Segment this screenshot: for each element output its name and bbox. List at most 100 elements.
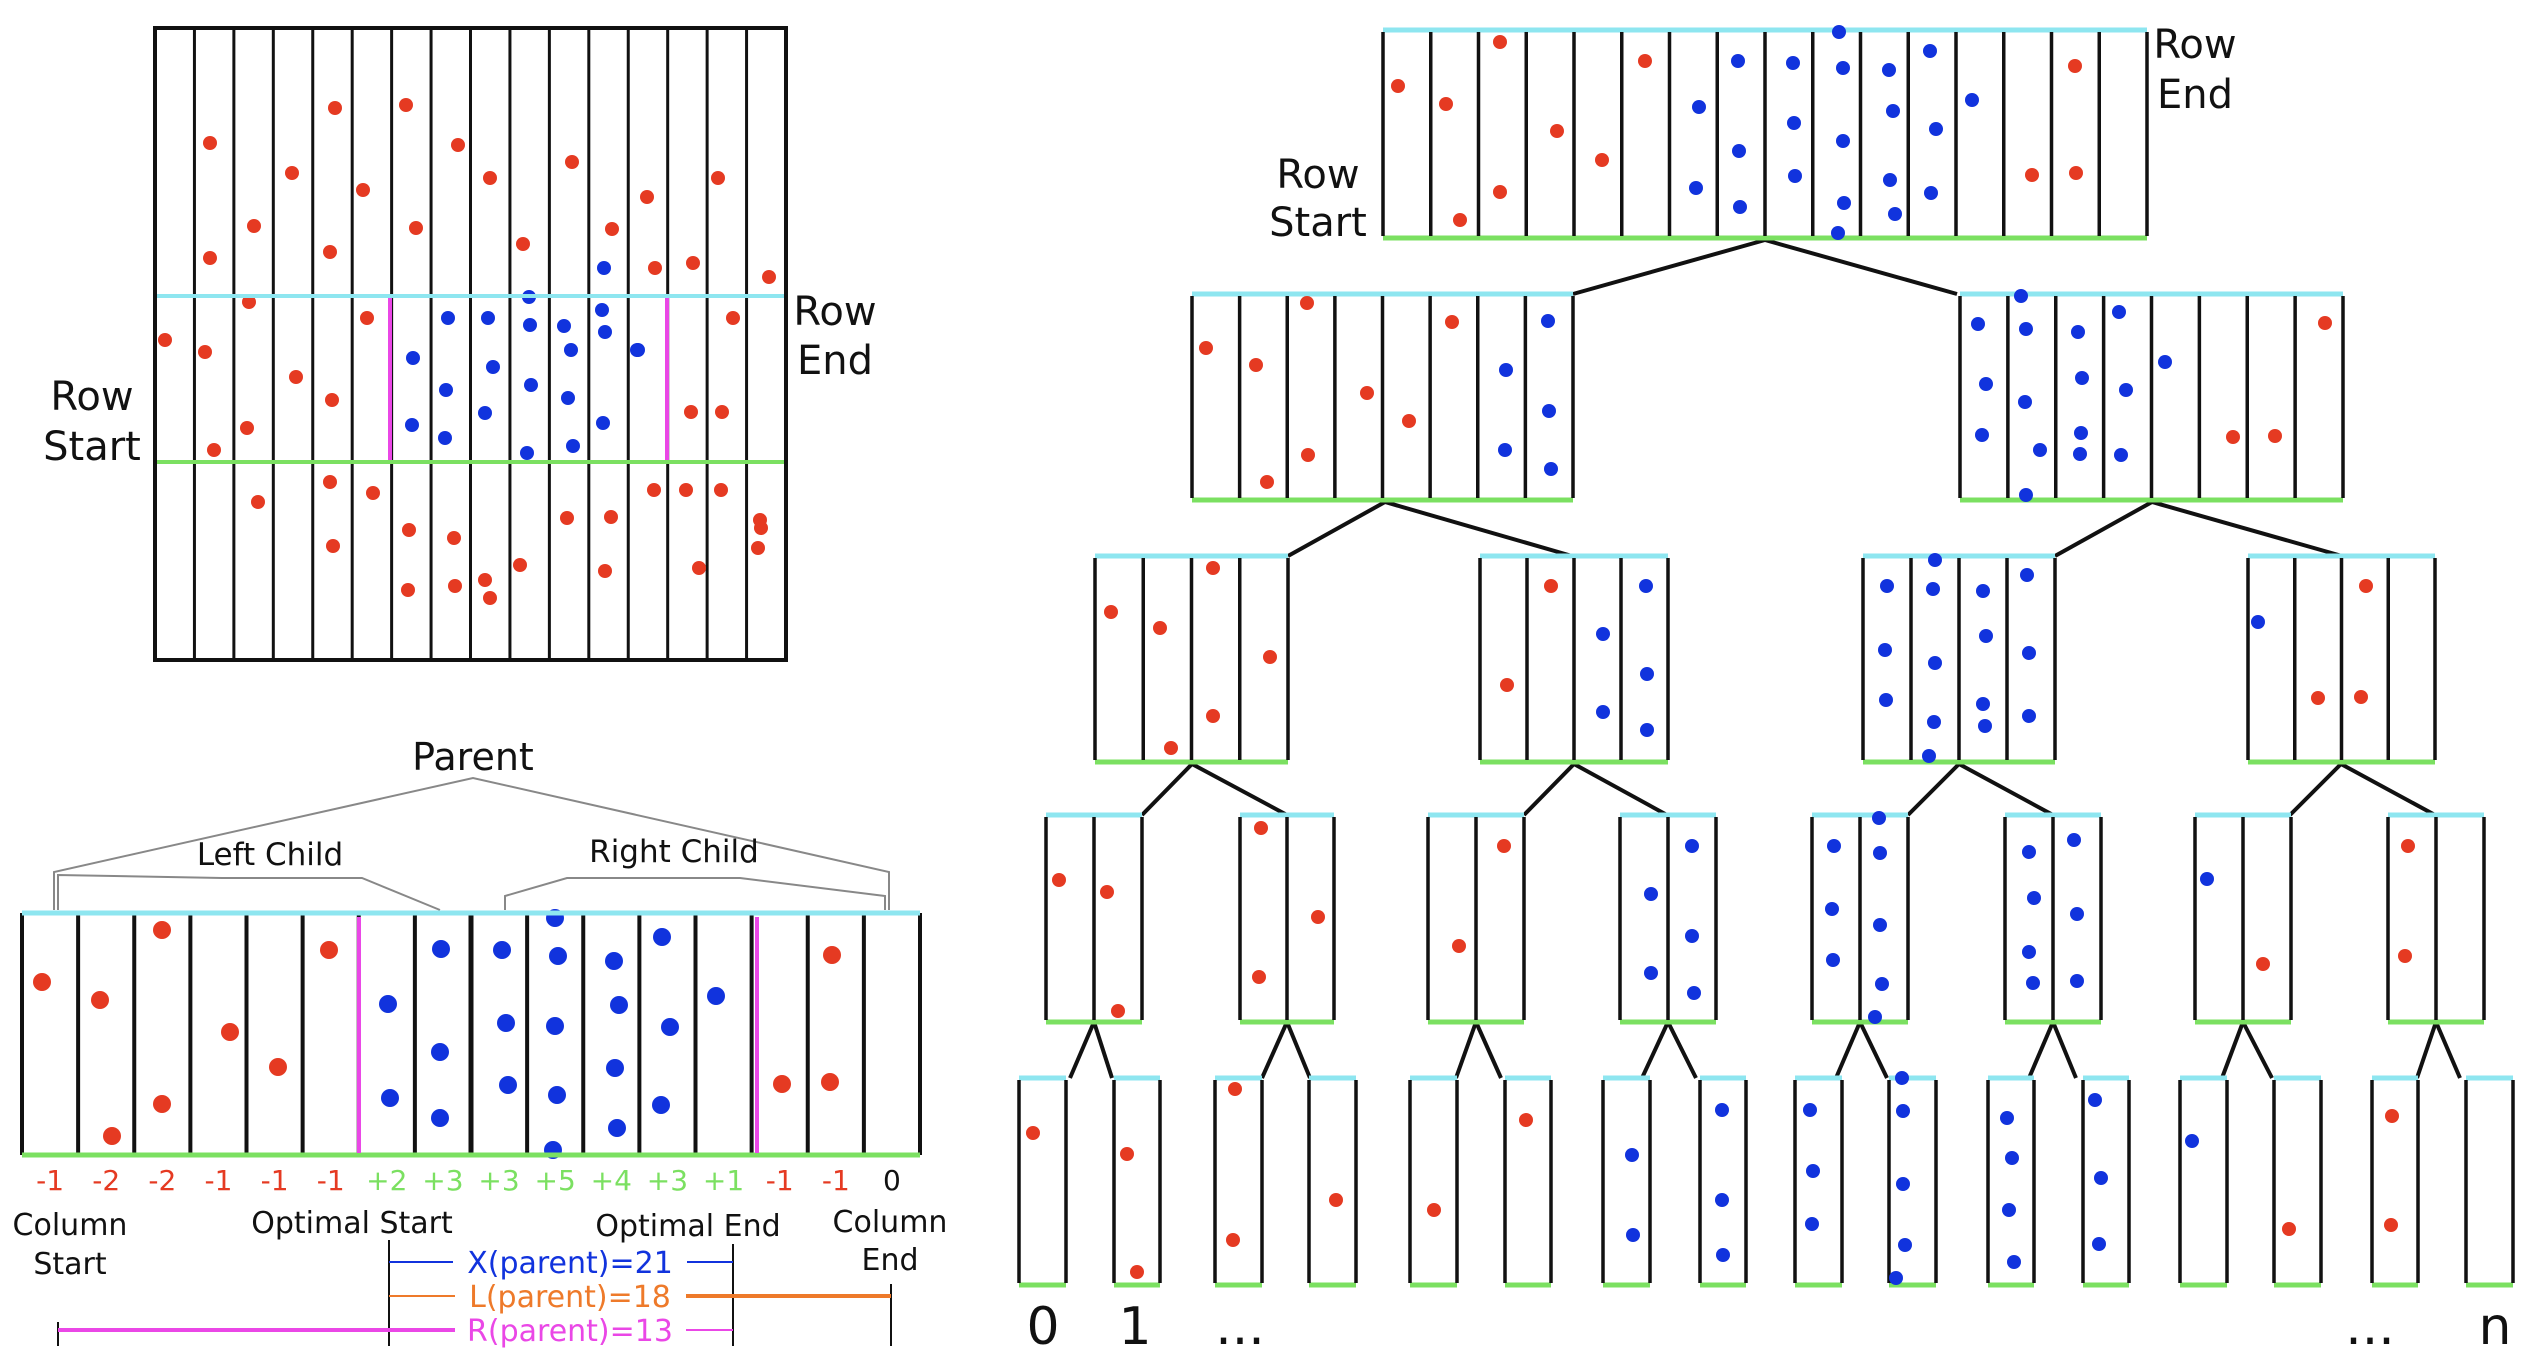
blue-dot (1883, 173, 1897, 187)
blue-dot (1733, 200, 1747, 214)
red-dot (1164, 741, 1178, 755)
blue-dot (1837, 196, 1851, 210)
red-dot (207, 443, 221, 457)
red-dot (2385, 1109, 2399, 1123)
blue-dot (523, 318, 537, 332)
blue-dot (1692, 100, 1706, 114)
blue-dot (548, 1086, 566, 1104)
tree-node (1213, 1075, 1264, 1288)
red-dot (1493, 35, 1507, 49)
column-score: +4 (591, 1164, 632, 1197)
column-score: -1 (204, 1164, 232, 1197)
blue-dot (1979, 629, 1993, 643)
blue-dot (2020, 568, 2034, 582)
tree-edge (1834, 1021, 1862, 1079)
tree-node (1601, 1075, 1652, 1288)
tree-edge (1573, 762, 1668, 817)
red-dot (103, 1127, 121, 1145)
red-dot (1206, 561, 1220, 575)
blue-dot (2018, 395, 2032, 409)
red-dot (1638, 54, 1652, 68)
red-dot (2025, 168, 2039, 182)
optimal-start-label: Optimal Start (251, 1206, 453, 1241)
blue-dot (524, 378, 538, 392)
tree-node (1190, 291, 1575, 503)
red-dot (323, 245, 337, 259)
red-dot (762, 270, 776, 284)
tree-edge (2340, 762, 2436, 817)
blue-dot (2071, 325, 2085, 339)
tree-edge (2415, 1021, 2438, 1079)
blue-dot (707, 987, 725, 1005)
tree-node (1093, 553, 1290, 765)
tree-edge (1068, 1021, 1096, 1079)
column-score: -1 (261, 1164, 289, 1197)
red-dot (715, 405, 729, 419)
tree-node (1887, 1071, 1938, 1288)
leaf-label-ellipsis-right: ... (2345, 1297, 2395, 1357)
red-dot (2268, 429, 2282, 443)
blue-dot (381, 1089, 399, 1107)
column-score: 0 (883, 1164, 901, 1197)
tree-edges (1068, 238, 2462, 1079)
column-score: +1 (703, 1164, 744, 1197)
tree-edge (1287, 500, 1386, 558)
blue-dot (2019, 322, 2033, 336)
tree-nodes (1017, 25, 2515, 1288)
red-dot (2384, 1218, 2398, 1232)
top-left-matrix-panel: Row Start Row End (43, 26, 877, 662)
parent-bracket (53, 776, 890, 910)
blue-dot (2014, 289, 2028, 303)
tree-node (1238, 812, 1336, 1025)
red-dot (360, 311, 374, 325)
blue-dot (1685, 929, 1699, 943)
blue-dot (1640, 723, 1654, 737)
red-dot (1493, 185, 1507, 199)
red-dot (1111, 1004, 1125, 1018)
blue-dot (1971, 317, 1985, 331)
blue-dot (653, 928, 671, 946)
blue-dot (439, 383, 453, 397)
red-dot (326, 539, 340, 553)
leaf-label-0: 0 (1026, 1297, 1059, 1357)
red-dot (240, 421, 254, 435)
blue-dot (2019, 488, 2033, 502)
tree-edge (1572, 238, 1766, 296)
blue-dot (1715, 1103, 1729, 1117)
red-dot (1120, 1147, 1134, 1161)
blue-dot (1873, 846, 1887, 860)
blue-dot (1544, 462, 1558, 476)
tree-node (1381, 25, 2149, 241)
leaf-label-n: n (2479, 1297, 2512, 1357)
blue-dot (1644, 966, 1658, 980)
tree-edge (1858, 1021, 1889, 1079)
blue-dot (1825, 902, 1839, 916)
blue-dot (1832, 25, 1846, 39)
red-dot (686, 256, 700, 270)
tree-node (2178, 1075, 2229, 1288)
red-dot (1263, 650, 1277, 664)
blue-dot (1541, 314, 1555, 328)
blue-dot (1926, 582, 1940, 596)
blue-dot (1836, 61, 1850, 75)
blue-dot (1873, 918, 1887, 932)
tree-node (2003, 812, 2103, 1025)
blue-dot (2026, 976, 2040, 990)
red-dot (325, 393, 339, 407)
blue-dot (2251, 615, 2265, 629)
red-dot (1100, 885, 1114, 899)
left-child-bracket (57, 873, 441, 911)
blue-dot (1927, 715, 1941, 729)
red-dot (447, 531, 461, 545)
top-left-row-start-label-2: Start (43, 424, 141, 470)
blue-dot (1965, 93, 1979, 107)
tree-edge (2027, 1021, 2055, 1079)
top-left-frame (153, 26, 788, 662)
blue-dot (1731, 54, 1745, 68)
red-dot (409, 221, 423, 235)
blue-dot (1806, 1164, 1820, 1178)
red-dot (2068, 59, 2082, 73)
column-score: -1 (36, 1164, 64, 1197)
blue-dot (2002, 1203, 2016, 1217)
red-dot (711, 171, 725, 185)
